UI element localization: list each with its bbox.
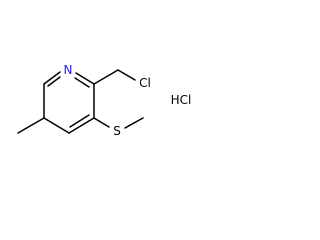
chemical-structure: N Cl S HCl (17, 63, 192, 138)
bond-c4-c3-inner (69, 114, 90, 128)
chloromethyl-group (93, 69, 136, 85)
bond-c4-c3 (68, 117, 95, 134)
bond-s-ch3 (124, 117, 144, 129)
nitrogen-atom-label: N (64, 63, 73, 77)
bond-c2-n (75, 72, 95, 85)
bond-c3-s (93, 117, 110, 128)
bond-n-c6-inner (47, 76, 61, 87)
bond-c2-ch2 (93, 69, 119, 85)
bond-ch2-cl (117, 69, 136, 81)
methylthio-group (93, 117, 144, 129)
bond-n-c6 (43, 71, 61, 85)
bond-c5-c4 (43, 117, 70, 134)
methyl-group (17, 117, 45, 134)
pyridine-ring (43, 71, 95, 134)
bond-c2-n-inner (74, 77, 90, 88)
hcl-salt-label: HCl (171, 93, 192, 107)
bond-c5-ch3 (17, 117, 45, 134)
sulfur-atom-label: S (113, 124, 121, 138)
chlorine-atom-label: Cl (139, 76, 151, 90)
